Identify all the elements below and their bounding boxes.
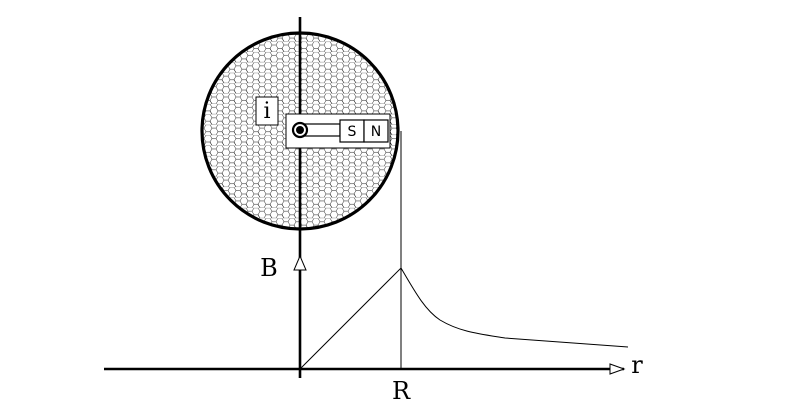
magnet-north-label: N [371, 124, 381, 140]
b-axis-arrowhead [293, 254, 307, 271]
magnet-north-pole [363, 119, 389, 143]
r-axis-label: r [631, 351, 643, 379]
pivot-dot-icon [296, 126, 304, 134]
compass-needle-assembly: S N [285, 113, 391, 149]
field-curve [299, 267, 629, 370]
current-label: i [263, 99, 270, 124]
magnet-south-label: S [348, 124, 357, 140]
current-label-box: i [255, 96, 279, 126]
r-axis-arrowhead [609, 363, 626, 375]
radius-tick-label: R [392, 377, 411, 401]
b-axis-label: B [260, 254, 278, 282]
